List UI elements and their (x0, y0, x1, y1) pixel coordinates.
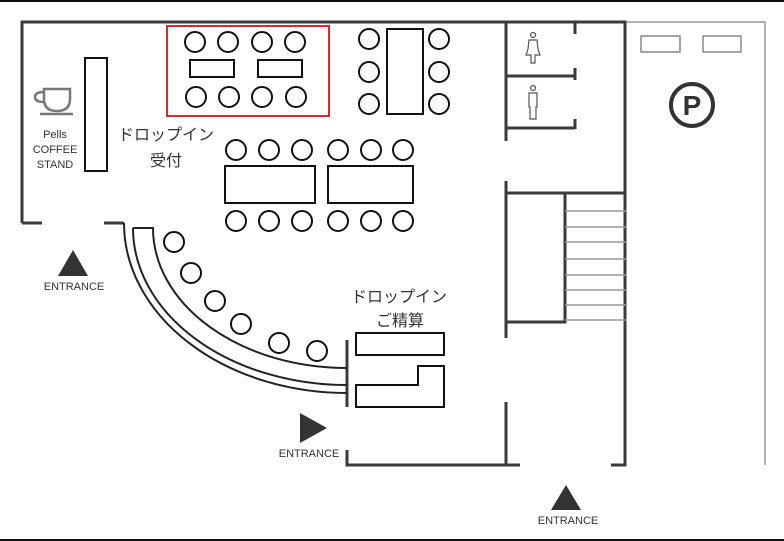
entrance-arrow-icon (551, 485, 581, 510)
walls (20, 20, 627, 467)
parking-icon (669, 82, 715, 128)
stairs (565, 210, 627, 321)
womens-restroom-icon (525, 31, 541, 64)
reception-label: ドロップイン (118, 125, 214, 144)
coffee-stand-label: Pells (43, 129, 67, 141)
coffee-stand-label: STAND (37, 159, 74, 171)
seating-large-tables (224, 139, 414, 232)
mens-restroom-icon (528, 84, 538, 120)
entrance-label: ENTRANCE (279, 448, 340, 460)
seating-tall-table (358, 28, 450, 115)
entrance-label: ENTRANCE (538, 515, 599, 527)
checkout-label: ご精算 (376, 311, 424, 330)
coffee-stand-label: COFFEE (33, 144, 78, 156)
checkout-label: ドロップイン (351, 287, 447, 306)
coffee-cup-icon (33, 87, 73, 116)
curved-counter (123, 222, 348, 394)
highlighted-area[interactable] (166, 25, 330, 117)
entrance-label: ENTRANCE (44, 281, 105, 293)
coffee-counter (84, 57, 108, 172)
entrance-arrow-icon (58, 250, 88, 276)
checkout-desk (355, 365, 445, 408)
entrance-arrow-icon (300, 413, 327, 443)
checkout-desk (355, 332, 445, 356)
parking-label: P (683, 90, 702, 121)
seating-highlight (184, 31, 307, 108)
parking-area: P (625, 21, 766, 465)
reception-label: 受付 (150, 151, 182, 170)
